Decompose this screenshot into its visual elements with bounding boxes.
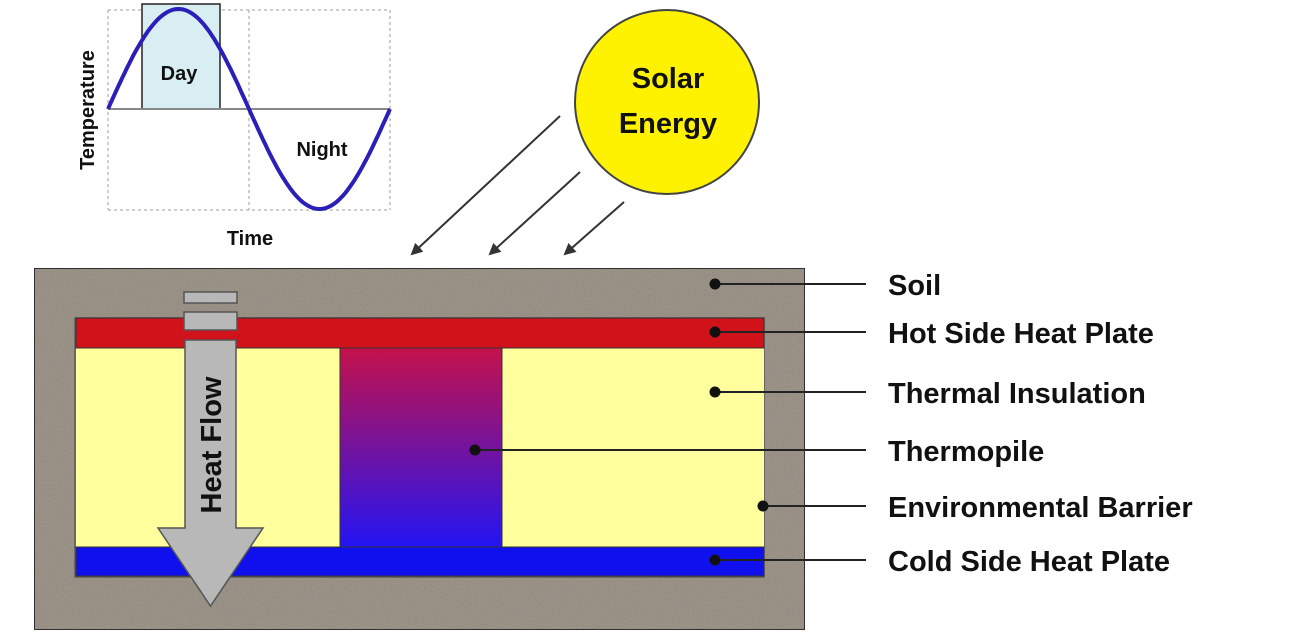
callout-dot-cold-plate xyxy=(709,554,721,566)
night-label: Night xyxy=(296,139,347,161)
solar-ray-arrow-icon xyxy=(488,171,581,256)
label-cold-side-heat-plate: Cold Side Heat Plate xyxy=(888,546,1170,578)
temperature-graph: Day Night Temperature Time xyxy=(77,3,392,250)
solar-ray-arrow-icon xyxy=(410,115,561,256)
layer-labels: Soil Hot Side Heat Plate Thermal Insulat… xyxy=(888,270,1193,578)
sun-label-line2: Energy xyxy=(619,108,717,140)
day-highlight-box xyxy=(141,3,221,110)
sun-icon xyxy=(574,9,760,195)
heat-flow-arrow-icon xyxy=(156,339,265,608)
label-thermal-insulation: Thermal Insulation xyxy=(888,378,1146,410)
callout-dot-insulation xyxy=(709,386,721,398)
layer-callouts xyxy=(469,278,866,566)
hot-side-heat-plate xyxy=(75,317,765,349)
x-axis-label: Time xyxy=(227,228,273,250)
day-label: Day xyxy=(161,63,199,85)
callout-dot-hot-plate xyxy=(709,326,721,338)
label-soil: Soil xyxy=(888,270,941,302)
solar-ray-arrow-icon xyxy=(563,201,625,256)
callout-dot-soil xyxy=(709,278,721,290)
heat-flow-cap-bottom xyxy=(183,311,238,331)
callout-dot-barrier xyxy=(757,500,769,512)
y-axis-label: Temperature xyxy=(77,50,99,170)
solar-rays xyxy=(410,115,625,256)
sun-label-line1: Solar xyxy=(632,63,705,95)
heat-flow-label: Heat Flow xyxy=(196,376,228,513)
solar-energy-sun: Solar Energy xyxy=(574,9,760,195)
insulation-right xyxy=(502,348,764,547)
heat-flow-cap-top xyxy=(183,291,238,304)
label-hot-side-heat-plate: Hot Side Heat Plate xyxy=(888,318,1154,350)
temperature-wave xyxy=(106,6,392,212)
label-environmental-barrier: Environmental Barrier xyxy=(888,492,1193,524)
callout-dot-thermopile xyxy=(469,444,481,456)
label-thermopile: Thermopile xyxy=(888,436,1044,468)
heat-flow-arrow: Heat Flow xyxy=(156,291,265,608)
